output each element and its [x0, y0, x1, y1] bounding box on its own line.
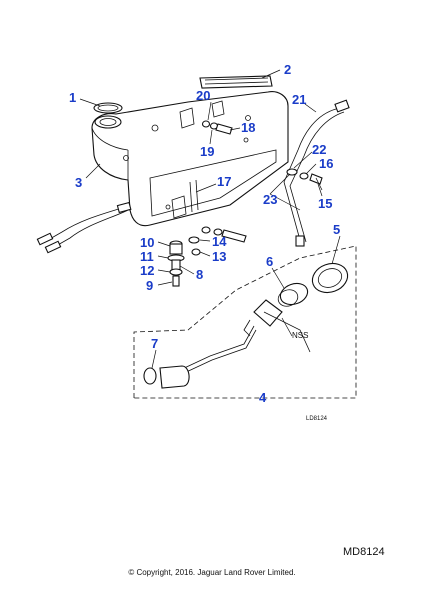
- filler-seal-part: [93, 102, 123, 114]
- harness-left: [36, 201, 132, 254]
- callout-20: 20: [196, 88, 210, 103]
- hose-part: [199, 75, 273, 89]
- fuel-tank-part: [91, 91, 289, 227]
- float-part: [143, 365, 190, 389]
- callout-9: 9: [146, 278, 153, 293]
- drain-plug-stack: [167, 240, 185, 287]
- callout-11: 11: [140, 249, 154, 264]
- washers-14-13: [188, 226, 247, 256]
- callout-5: 5: [333, 222, 340, 237]
- callout-16: 16: [319, 156, 333, 171]
- harness-right: [283, 99, 350, 247]
- callout-3: 3: [75, 175, 82, 190]
- nss-label: NSS: [292, 331, 308, 340]
- sender-unit-part: [179, 282, 311, 375]
- callout-4: 4: [259, 390, 267, 405]
- callout-14: 14: [212, 234, 227, 249]
- callout-10: 10: [140, 235, 154, 250]
- sender-seal-part: [311, 262, 349, 294]
- callout-6: 6: [266, 254, 273, 269]
- callout-23: 23: [263, 192, 277, 207]
- callout-22: 22: [312, 142, 326, 157]
- diagram-id: MD8124: [343, 546, 385, 558]
- callout-13: 13: [212, 249, 226, 264]
- ld-code-label: LD8124: [306, 416, 328, 422]
- callout-21: 21: [292, 92, 306, 107]
- callout-18: 18: [241, 120, 255, 135]
- callout-12: 12: [140, 263, 154, 278]
- callout-7: 7: [151, 336, 158, 351]
- fixings-right: [286, 168, 323, 191]
- callout-15: 15: [318, 196, 332, 211]
- sender-assembly-outline: [133, 245, 357, 399]
- callout-19: 19: [200, 144, 214, 159]
- copyright-notice: © Copyright, 2016. Jaguar Land Rover Lim…: [128, 568, 296, 577]
- callout-17: 17: [217, 174, 231, 189]
- callout-1: 1: [69, 90, 76, 105]
- leader-lines: [79, 69, 341, 369]
- callout-2: 2: [284, 62, 291, 77]
- callout-8: 8: [196, 267, 203, 282]
- fixings-top: [201, 120, 233, 135]
